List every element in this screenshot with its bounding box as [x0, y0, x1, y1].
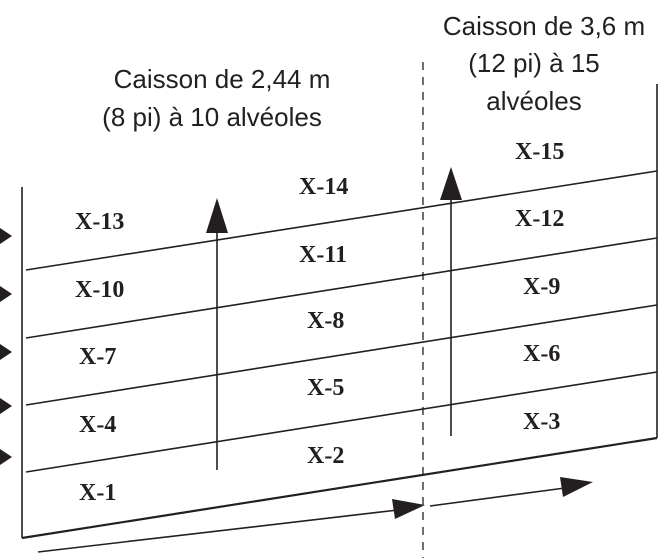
cell-label-x15: X-15	[515, 139, 564, 165]
row-divider-2	[25, 304, 658, 406]
box-bottom-edge	[21, 436, 658, 540]
edge-arrow-tip-5	[0, 449, 12, 465]
cell-label-x5: X-5	[307, 375, 344, 401]
cell-label-x12: X-12	[515, 206, 564, 232]
edge-arrow-tip-1	[0, 228, 12, 244]
bottom-left-arrow-head	[392, 499, 425, 519]
edge-arrow-tip-3	[0, 344, 12, 360]
row-divider-1	[25, 371, 658, 473]
cell-label-x3: X-3	[523, 409, 560, 435]
bottom-right-arrow-shaft	[429, 487, 566, 507]
cell-label-x9: X-9	[523, 274, 560, 300]
cell-label-x1: X-1	[79, 480, 116, 506]
cell-label-x4: X-4	[79, 412, 116, 438]
cell-label-x14: X-14	[299, 174, 348, 200]
bottom-left-arrow-shaft	[37, 509, 399, 553]
right-caption-line3: alvéoles	[486, 86, 581, 116]
right-caption-line2: (12 pi) à 15	[468, 48, 600, 78]
cell-label-x8: X-8	[307, 308, 344, 334]
row-divider-4	[25, 170, 658, 271]
left-caption-line1: Caisson de 2,44 m	[114, 64, 331, 94]
left-caption-line2: (8 pi) à 10 alvéoles	[102, 102, 322, 132]
bottom-right-arrow-head	[560, 477, 593, 497]
cell-label-x13: X-13	[75, 209, 124, 235]
left-up-arrow-head	[206, 198, 228, 233]
cell-label-x6: X-6	[523, 341, 560, 367]
edge-arrow-tip-2	[0, 286, 12, 302]
cell-label-x7: X-7	[79, 344, 116, 370]
right-caption-line1: Caisson de 3,6 m	[443, 11, 645, 41]
row-divider-3	[25, 237, 658, 339]
edge-arrow-tip-4	[0, 398, 12, 414]
cell-label-x10: X-10	[75, 277, 124, 303]
cell-label-x11: X-11	[299, 242, 347, 268]
cell-label-x2: X-2	[307, 443, 344, 469]
right-up-arrow-head	[440, 167, 462, 200]
